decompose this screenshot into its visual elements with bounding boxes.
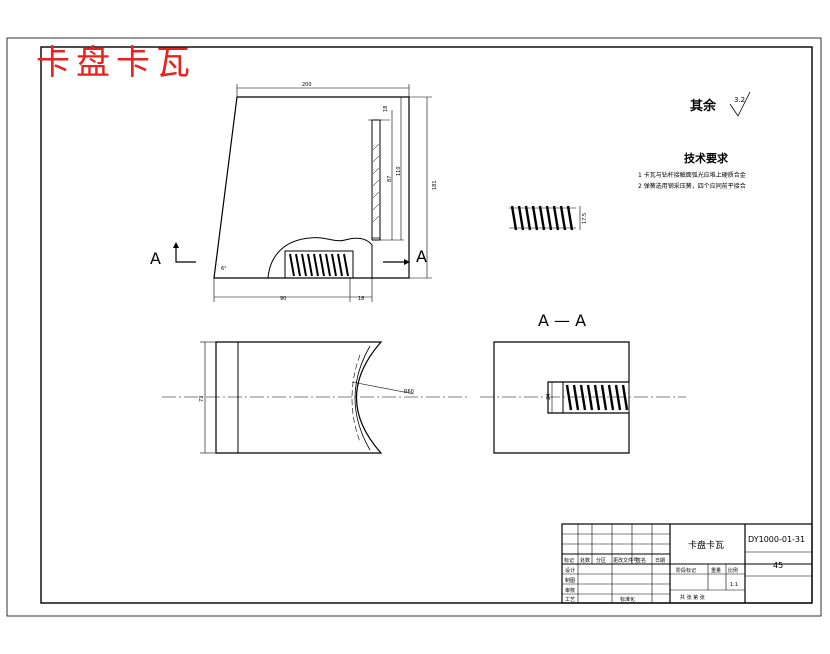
section-hatch-region xyxy=(267,237,373,279)
dim-angle: 6° xyxy=(221,266,227,272)
tb-header-2: 分区 xyxy=(596,557,606,564)
spring-detail: 17.5 xyxy=(509,205,588,231)
red-title: 卡盘卡瓦 xyxy=(36,43,196,83)
title-block: 卡盘卡瓦 DY1000-01-31 45 1:1 标记 处数 分区 更改文件号 … xyxy=(561,523,813,604)
title-scale: 1:1 xyxy=(730,582,738,588)
tb-stage-2: 比例 xyxy=(728,567,738,574)
dim-view-height: 73 xyxy=(199,396,205,402)
section-view-label: A — A xyxy=(538,311,586,330)
tb-header-4: 签名 xyxy=(636,557,646,564)
front-view: 200 181 90 18 18 87 110 6° A A xyxy=(150,82,438,302)
section-view: 24 xyxy=(480,341,686,454)
dim-slot-top: 18 xyxy=(383,106,389,112)
title-part-name: 卡盘卡瓦 xyxy=(688,539,724,551)
tb-header-0: 标记 xyxy=(564,557,574,564)
dim-radius: R60 xyxy=(404,389,414,395)
tech-requirement-2: 2 弹簧选用钢采压簧，四个应同前平接合 xyxy=(638,182,746,190)
tech-requirements-title: 技术要求 xyxy=(684,151,729,165)
dim-slot-mid: 87 xyxy=(387,176,393,182)
title-drawing-no: DY1000-01-31 xyxy=(748,535,805,544)
tb-sheet-info: 共 张 第 张 xyxy=(680,594,705,601)
title-material: 45 xyxy=(773,561,783,570)
dim-slot-depth: 110 xyxy=(396,166,402,176)
dim-left-width: 90 xyxy=(280,296,286,302)
tb-header-1: 处数 xyxy=(580,557,590,564)
tb-row-1: 制图 xyxy=(565,577,575,584)
dim-right-width: 18 xyxy=(358,296,364,302)
tb-header-5: 日期 xyxy=(655,558,665,564)
tb-std: 标准化 xyxy=(620,596,635,603)
dim-right-height: 181 xyxy=(432,180,438,190)
tb-header-3: 更改文件号 xyxy=(613,557,638,564)
tb-row-0: 设计 xyxy=(565,567,575,574)
tb-stage-1: 重量 xyxy=(711,567,721,574)
dim-top-width: 200 xyxy=(302,82,312,88)
svg-text:3.2: 3.2 xyxy=(734,96,745,104)
front-spring xyxy=(289,253,349,277)
tb-stage-0: 阶段标记 xyxy=(676,567,696,574)
outer-frame xyxy=(6,37,822,617)
slot-hatch xyxy=(372,143,380,223)
tech-requirement-1: 1 卡瓦与钻杆接触面弧光应堆上硬质合金 xyxy=(638,171,746,179)
svg-text:其余: 其余 xyxy=(690,98,717,114)
surface-roughness-note: 其余 3.2 xyxy=(690,91,751,117)
section-marker-left: A xyxy=(150,249,161,268)
section-marker-right: A xyxy=(416,247,427,266)
tb-row-3: 工艺 xyxy=(565,597,575,603)
top-view: R60 73 xyxy=(162,341,470,454)
inner-border xyxy=(40,46,813,604)
tb-row-2: 审核 xyxy=(565,587,575,594)
dim-spring: 17.5 xyxy=(582,213,588,224)
